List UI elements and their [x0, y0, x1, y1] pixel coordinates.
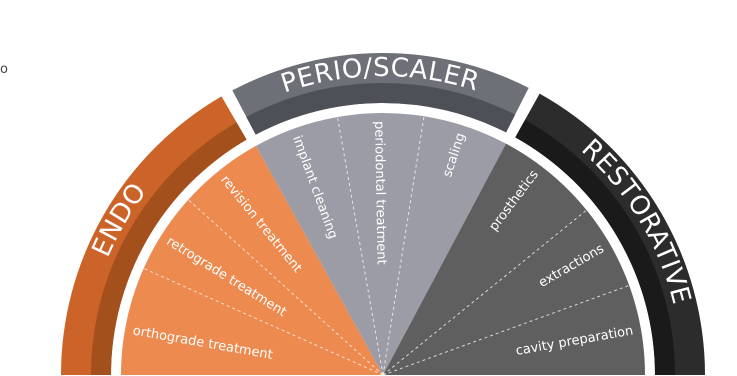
segment-divider [382, 284, 630, 376]
category-separator [503, 87, 538, 146]
segment-divider [382, 209, 587, 376]
inner-segments [121, 113, 645, 376]
segment-label-perio-1: periodontal treatment [371, 121, 389, 265]
category-wedge-restorative [383, 143, 645, 375]
outer-rings [61, 53, 705, 376]
category-separator [223, 90, 259, 148]
segment-divider [382, 116, 425, 376]
category-band-inner-endo [91, 122, 247, 375]
category-wedge-endo [121, 145, 383, 375]
corner-mark: o [0, 62, 8, 77]
segment-dividers [143, 116, 630, 376]
segment-divider [143, 267, 384, 376]
segment-divider [187, 199, 384, 376]
category-band-inner-restorative [515, 119, 675, 375]
category-wedge-perio [255, 113, 507, 376]
category-band-inner-perio [246, 83, 516, 135]
segment-divider [337, 116, 384, 376]
